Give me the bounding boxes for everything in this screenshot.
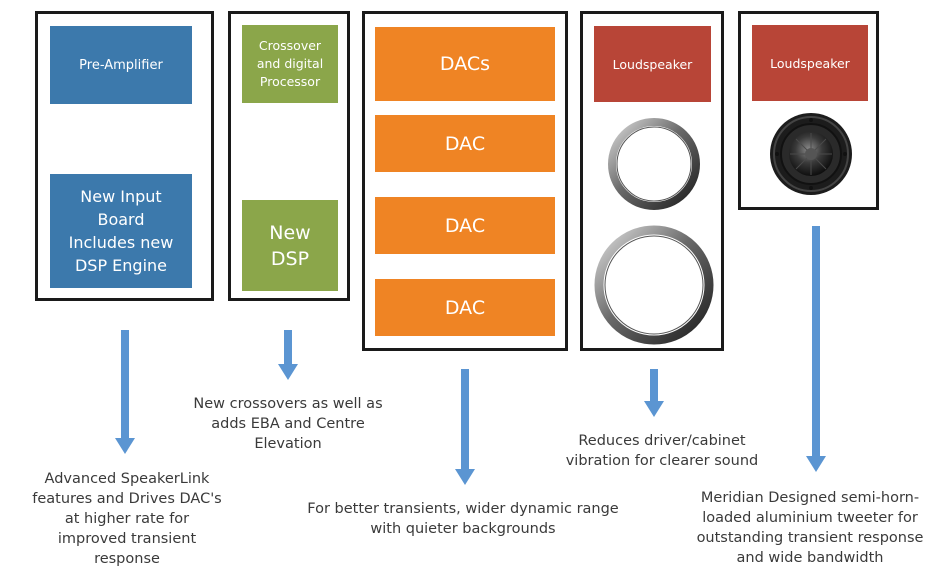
caption-tweeter: Meridian Designed semi-horn-loaded alumi… xyxy=(696,490,924,566)
input-board-label: New Input Board Includes new DSP Engine xyxy=(68,187,174,275)
arrow-down-icon xyxy=(115,330,135,454)
new-dsp-block: New DSP xyxy=(242,200,338,291)
dac-label-2: DAC xyxy=(444,214,486,237)
new-dsp-label: New DSP xyxy=(269,221,311,270)
woofer-ring-icon xyxy=(608,118,700,210)
crossover-label: Crossover and digital Processor xyxy=(256,38,324,89)
caption-dac: For better transients, wider dynamic ran… xyxy=(307,501,619,537)
loudspeaker-block: Loudspeaker xyxy=(752,25,868,101)
arrow-down-icon xyxy=(278,330,298,380)
loudspeaker-label: Loudspeaker xyxy=(770,55,850,71)
arrow-down-icon xyxy=(644,369,664,417)
dac-block-3: DAC xyxy=(375,279,555,336)
input-board-block: New Input Board Includes new DSP Engine xyxy=(50,174,192,288)
preamp-panel: Pre-Amplifier New Input Board Includes n… xyxy=(35,11,214,301)
dac-label-1: DAC xyxy=(444,132,486,155)
tweeter-dome-icon xyxy=(770,113,852,195)
dac-block-2: DAC xyxy=(375,197,555,254)
loudspeaker-block: Loudspeaker xyxy=(594,26,711,102)
arrow-down-icon xyxy=(455,369,475,485)
dacs-block: DACs xyxy=(375,27,555,101)
caption-cabinet: Reduces driver/cabinet vibration for cle… xyxy=(565,433,759,469)
tweeter-panel: Loudspeaker xyxy=(738,11,879,210)
arrow-down-icon xyxy=(806,226,826,472)
processor-panel: Crossover and digital Processor New DSP xyxy=(228,11,350,301)
dac-panel: DACs DAC DAC DAC xyxy=(362,11,568,351)
caption-crossover: New crossovers as well as adds EBA and C… xyxy=(193,396,383,452)
crossover-block: Crossover and digital Processor xyxy=(242,25,338,103)
preamp-label: Pre-Amplifier xyxy=(79,57,163,73)
caption-input-board: Advanced SpeakerLink features and Drives… xyxy=(32,471,222,567)
dacs-label: DACs xyxy=(439,53,491,75)
woofer-ring-icon xyxy=(594,225,714,345)
dac-block-1: DAC xyxy=(375,115,555,172)
preamp-block: Pre-Amplifier xyxy=(50,26,192,104)
loudspeaker-label: Loudspeaker xyxy=(612,56,693,72)
dac-label-3: DAC xyxy=(444,296,486,319)
speaker-panel: Loudspeaker xyxy=(580,11,724,351)
